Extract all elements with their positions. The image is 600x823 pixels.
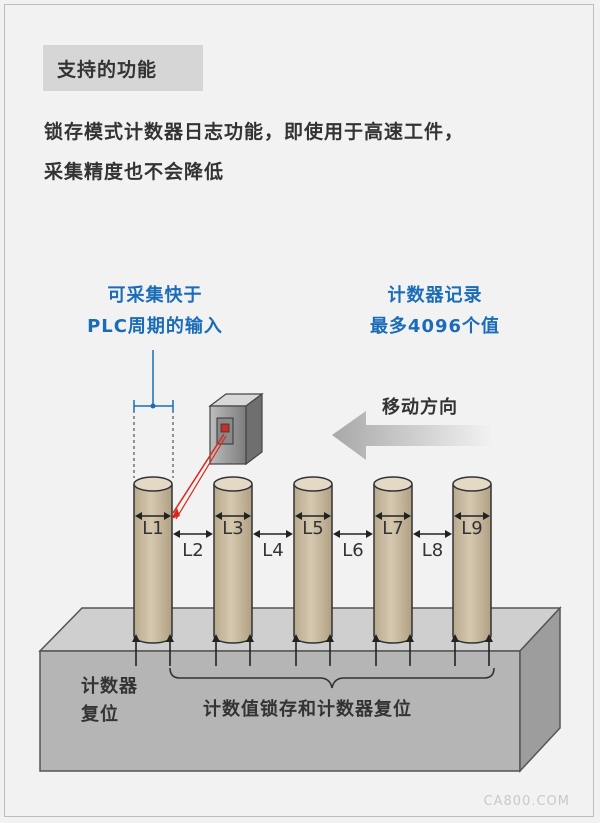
description-line-2: 采集精度也不会降低 [44, 161, 225, 183]
reset-label-line-1: 计数器 [81, 676, 138, 697]
laser-beam-1 [172, 433, 225, 514]
signal-arrow-left-4 [372, 634, 380, 666]
signal-arrow-right-4 [406, 634, 414, 666]
pillar-5 [452, 476, 492, 644]
pillar-dimension-arrow-4 [375, 512, 411, 520]
signal-arrow-left-2 [212, 634, 220, 666]
pillar-1 [133, 476, 173, 644]
pillar-label: L3 [222, 518, 244, 539]
watermark: CA800.COM [483, 794, 570, 809]
signal-arrow-right-3 [326, 634, 334, 666]
pillar-label: L7 [382, 518, 404, 539]
pillar-label: L9 [461, 518, 483, 539]
base-front-face [39, 650, 521, 772]
capture-pointer-dot [150, 403, 156, 409]
description-line-1: 锁存模式计数器日志功能，即使用于高速工件， [44, 121, 465, 143]
pillar-4 [373, 476, 413, 644]
pillar-dimension-arrow-1 [135, 512, 171, 520]
gap-dimension-arrow-4 [413, 530, 452, 538]
signal-arrow-right-5 [485, 634, 493, 666]
base-side-face [519, 606, 561, 773]
laser-beam-2 [175, 435, 227, 520]
sensor-icon [208, 392, 264, 466]
section-title: 支持的功能 [43, 45, 203, 91]
counter-callout-line-1: 计数器记录 [387, 285, 483, 306]
gap-label: L8 [421, 540, 444, 561]
pillar-label: L5 [302, 518, 324, 539]
laser-arrowhead [171, 508, 180, 519]
movement-arrow-icon [332, 411, 492, 460]
signal-arrow-right-2 [246, 634, 254, 666]
gap-dimension-arrow-2 [253, 530, 293, 538]
signal-arrow-left-3 [292, 634, 300, 666]
pillar-dimension-arrow-2 [215, 512, 251, 520]
reset-label-line-2: 复位 [81, 704, 119, 725]
gap-label: L2 [182, 540, 204, 561]
signal-arrows-group [132, 634, 493, 666]
gap-dimension-arrow-3 [333, 530, 373, 538]
counter-callout-line-2: 最多4096个值 [369, 316, 501, 337]
pillar-dimension-arrow-3 [295, 512, 331, 520]
latch-reset-label: 计数值锁存和计数器复位 [203, 699, 412, 720]
signal-arrow-left-1 [132, 634, 140, 666]
pillar-3 [293, 476, 333, 644]
outer-frame [4, 4, 594, 817]
gap-label: L4 [262, 540, 284, 561]
pillar-2 [213, 476, 253, 644]
plc-callout-line-1: 可采集快于 [107, 285, 203, 306]
signal-arrow-left-5 [451, 634, 459, 666]
direction-label: 移动方向 [382, 397, 458, 418]
plc-callout-line-2: PLC周期的输入 [87, 316, 223, 337]
latch-brace [169, 667, 495, 689]
gap-label: L6 [342, 540, 364, 561]
pillar-dimension-arrow-5 [454, 512, 490, 520]
signal-arrow-right-1 [166, 634, 174, 666]
pillar-label: L1 [142, 518, 164, 539]
dimension-arrows-group [135, 512, 490, 538]
gap-dimension-arrow-1 [173, 530, 213, 538]
